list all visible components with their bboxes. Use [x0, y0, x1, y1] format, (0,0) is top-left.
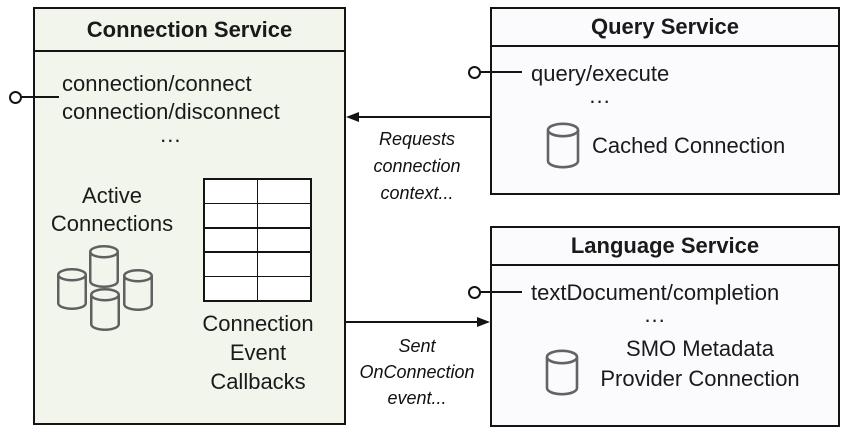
- sent-onconnection-arrow: [346, 317, 490, 327]
- connection-service-title: Connection Service: [35, 9, 344, 52]
- table-cell: [258, 228, 310, 252]
- smo-metadata-provider-label: SMO Metadata Provider Connection: [600, 336, 800, 391]
- language-service-title: Language Service: [492, 228, 838, 266]
- table-cell: [205, 252, 257, 276]
- database-cylinder-icon: [546, 122, 580, 169]
- connection-service-methods: connection/connect connection/disconnect…: [62, 70, 280, 147]
- sent-annotation: Sent OnConnection event...: [359, 336, 475, 408]
- query-service-box: Query Service query/execute ... Cached C…: [490, 7, 840, 195]
- lollipop-interface-line: [20, 96, 59, 98]
- requests-annotation: Requests connection context...: [373, 129, 461, 203]
- table-cell: [205, 180, 257, 203]
- method-connection-connect: connection/connect: [62, 71, 252, 96]
- connection-service-box: Connection Service connection/connect co…: [33, 7, 346, 425]
- methods-ellipsis: ...: [644, 302, 666, 327]
- methods-ellipsis: ...: [160, 122, 182, 147]
- language-service-box: Language Service textDocument/completion…: [490, 226, 840, 427]
- method-query-execute: query/execute: [531, 61, 670, 86]
- method-connection-disconnect: connection/disconnect: [62, 99, 280, 124]
- database-cylinder-icon: [545, 349, 579, 396]
- query-service-methods: query/execute ...: [531, 60, 670, 108]
- database-cluster-icon: [57, 245, 153, 331]
- table-cell: [258, 204, 310, 228]
- table-cell: [205, 277, 257, 300]
- table-cell: [258, 252, 310, 276]
- table-cell: [258, 180, 310, 203]
- lollipop-interface-line: [479, 291, 522, 293]
- method-textdocument-completion: textDocument/completion: [531, 280, 780, 305]
- language-service-methods: textDocument/completion ...: [531, 279, 780, 327]
- methods-ellipsis: ...: [589, 83, 611, 108]
- table-cell: [205, 204, 257, 228]
- active-connections-label: Active Connections: [50, 183, 174, 236]
- table-cell: [258, 277, 310, 300]
- lollipop-interface-line: [479, 71, 522, 73]
- callback-table: [203, 178, 312, 302]
- table-cell: [205, 228, 257, 252]
- query-service-title: Query Service: [492, 9, 838, 47]
- cached-connection-label: Cached Connection: [592, 133, 786, 158]
- requests-connection-arrow: [346, 112, 490, 122]
- connection-event-callbacks-label: Connection Event Callbacks: [202, 311, 314, 394]
